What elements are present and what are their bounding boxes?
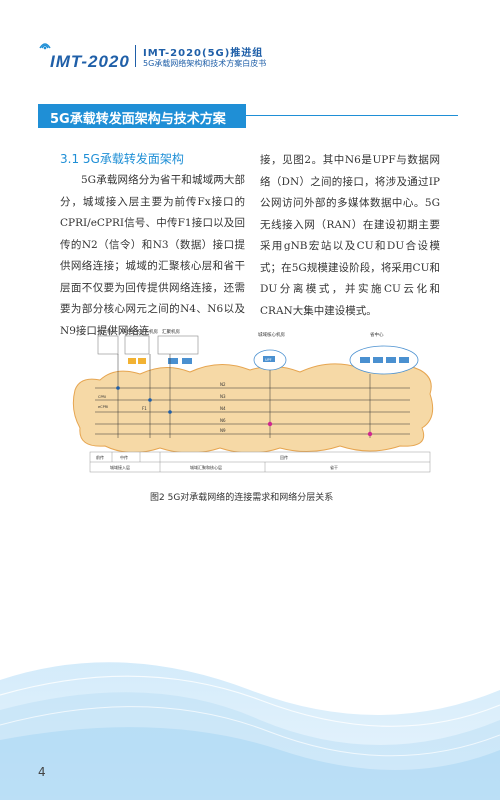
- node-3: [168, 410, 172, 414]
- label-n9: N9: [220, 428, 226, 433]
- upf-metro-box: [263, 356, 275, 362]
- section-title-banner: 5G承载转发面架构与技术方案: [38, 104, 246, 128]
- decorative-wave: [0, 662, 500, 800]
- province-center-label: 省中心: [370, 331, 384, 338]
- label-f1: F1: [142, 406, 147, 411]
- signal-icon: [39, 43, 51, 50]
- upf-metro-label: UPF: [265, 358, 272, 362]
- node-4: [267, 421, 273, 427]
- paragraph-left: 5G承载网络分为省干和城域两大部分，城域接入层主要为前传Fx接口的CPRI/eC…: [60, 174, 245, 337]
- label-provincial: 省干: [330, 464, 338, 470]
- province-box-3: [386, 357, 396, 363]
- province-box-2: [373, 357, 383, 363]
- header-title: IMT-2020(5G)推进组: [143, 48, 264, 59]
- paragraph-right: 接，见图2。其中N6是UPF与数据网络（DN）之间的接口，将涉及通过IP公网访问…: [260, 154, 440, 317]
- province-box-4: [399, 357, 409, 363]
- du-box: [128, 358, 136, 364]
- label-n6: N6: [220, 418, 226, 423]
- label-metro-agg-core-layer: 城域汇聚和核心层: [190, 464, 222, 470]
- label-cpri: CPRI: [98, 395, 106, 399]
- cu-box: [138, 358, 146, 364]
- figure-caption: 图2 5G对承载网络的连接需求和网络分层关系: [150, 493, 334, 503]
- section-rule: [246, 115, 458, 116]
- province-cloud: [349, 345, 419, 375]
- body-column-left: 5G承载网络分为省干和城域两大部分，城域接入层主要为前传Fx接口的CPRI/eC…: [60, 170, 245, 342]
- access-room-box: [97, 335, 119, 355]
- upf-edge-box: [182, 358, 192, 364]
- page-header: IMT-2020 IMT-2020(5G)推进组 5G承载网络架构和技术方案白皮…: [0, 0, 500, 80]
- node-5: [367, 431, 373, 437]
- section-title: 5G承载转发面架构与技术方案: [50, 112, 226, 127]
- province-box-1: [360, 357, 370, 363]
- access-room-label: 接入机房: [98, 328, 116, 335]
- label-n2: N2: [220, 382, 226, 387]
- label-n4: N4: [220, 406, 226, 411]
- label-fronthaul: 前传: [96, 454, 104, 460]
- convergence-room-label: 汇聚机房: [162, 328, 180, 335]
- metro-core-room-label: 城域核心机房: [258, 331, 285, 338]
- label-metro-access-layer: 城域接入层: [110, 464, 130, 470]
- header-subtitle: 5G承载网络架构和技术方案白皮书: [143, 59, 267, 68]
- aggregation-room-label: 综合业务接入机房: [122, 328, 158, 335]
- label-n3: N3: [220, 394, 226, 399]
- label-ecpri: eCPRI: [98, 405, 108, 409]
- header-divider: [135, 45, 136, 67]
- network-architecture-diagram: 接入机房 综合业务接入机房 汇聚机房 城域核心机房 UPF 省中心 N2 N3 …: [72, 328, 434, 473]
- page-number: 4: [38, 765, 46, 779]
- logo-text: IMT-2020: [50, 52, 130, 71]
- imt2020-logo: IMT-2020: [38, 36, 148, 72]
- convergence-room-box: [157, 335, 199, 355]
- cu-box-2: [168, 358, 178, 364]
- transport-cloud: [72, 362, 434, 454]
- label-midhaul: 中传: [120, 454, 128, 460]
- label-backhaul: 回传: [280, 454, 288, 460]
- aggregation-room-box: [124, 335, 150, 355]
- node-1: [116, 386, 120, 390]
- node-2: [148, 398, 152, 402]
- subsection-title: 3.1 5G承载转发面架构: [60, 152, 184, 166]
- body-column-right: 接，见图2。其中N6是UPF与数据网络（DN）之间的接口，将涉及通过IP公网访问…: [260, 150, 440, 322]
